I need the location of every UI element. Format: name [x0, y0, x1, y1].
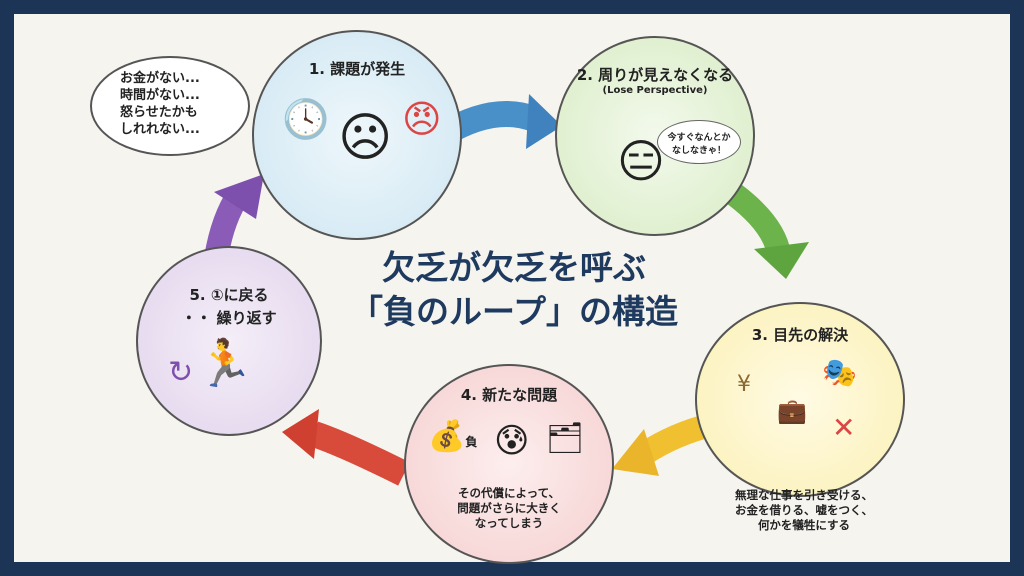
- thought-line: しれれない...: [120, 122, 200, 137]
- overworked-desk-icon: 🗂: [546, 421, 585, 456]
- mask-icon: 🎭: [822, 356, 857, 389]
- distressed-person-icon: 😰: [494, 421, 530, 461]
- step-1-circle: 1. 課題が発生 🕓 ☹ 😠: [252, 30, 462, 240]
- title-line-2: 「負のループ」の構造: [349, 292, 679, 331]
- step-subtitle: (Lose Perspective): [602, 85, 708, 96]
- clock-icon: 🕓: [282, 97, 330, 141]
- broken-item-icon: ✕: [832, 411, 856, 444]
- thought-line: 時間がない...: [120, 88, 200, 103]
- arrow-green: [726, 184, 791, 257]
- body-line: その代償によって、: [457, 486, 560, 500]
- step-5-circle: 5. ①に戻る ・・ 繰り返す 🏃 ↻: [136, 246, 322, 436]
- title-line-1: 欠乏が欠乏を呼ぶ: [382, 248, 646, 287]
- caption-line: 何かを犠牲にする: [757, 518, 851, 532]
- arrow-red: [309, 421, 410, 486]
- briefcase-icon: 💼: [777, 397, 807, 425]
- blindfolded-person-icon: 😑: [617, 134, 665, 188]
- step-title: 3. 目先の解決: [751, 326, 849, 344]
- cycle-arrows-icon: ↻: [168, 355, 194, 390]
- step-2-circle: 2. 周りが見えなくなる (Lose Perspective) 今すぐなんとか …: [555, 36, 755, 236]
- speech-line: 今すぐなんとか: [667, 133, 731, 143]
- arrow-purple-head: [214, 174, 264, 219]
- angry-face-icon: 😠: [402, 97, 442, 141]
- step-subtitle: ・・ 繰り返す: [181, 309, 277, 327]
- step-3-circle: 3. 目先の解決 ¥ 💼 🎭 ✕: [695, 302, 905, 497]
- debt-label: 負: [465, 435, 478, 449]
- arrow-green-head: [754, 242, 809, 279]
- speech-line: なしなきゃ！: [671, 146, 726, 156]
- step-title: 4. 新たな問題: [460, 386, 558, 404]
- main-title: 欠乏が欠乏を呼ぶ 「負のループ」の構造: [314, 246, 714, 334]
- running-person-icon: 🏃: [196, 336, 254, 390]
- step-3-caption: 無理な仕事を引き受ける、 お金を借りる、嘘をつく、 何かを犠牲にする: [709, 488, 899, 533]
- body-line: 問題がさらに大きく: [457, 501, 561, 515]
- body-line: なってしまう: [474, 516, 544, 530]
- caption-line: お金を借りる、嘘をつく、: [735, 503, 873, 517]
- arrow-yellow-head: [612, 429, 659, 476]
- step-4-circle: 4. 新たな問題 💰負 😰 🗂 その代償によって、 問題がさらに大きく なってし…: [404, 364, 614, 564]
- caption-line: 無理な仕事を引き受ける、: [735, 488, 873, 502]
- debt-pile-icon: 💰負: [428, 419, 478, 454]
- step-title: 5. ①に戻る: [189, 286, 269, 304]
- arrow-red-head: [282, 409, 319, 459]
- step-title: 1. 課題が発生: [308, 60, 406, 78]
- yen-symbol: ¥: [737, 372, 751, 397]
- money-bag-icon: ¥: [737, 374, 751, 396]
- worried-person-icon: ☹: [338, 108, 393, 168]
- thought-bubble: お金がない... 時間がない... 怒らせたかも しれれない...: [90, 56, 250, 156]
- step-title: 2. 周りが見えなくなる: [576, 66, 734, 84]
- thought-line: 怒らせたかも: [120, 105, 198, 120]
- speech-bubble: 今すぐなんとか なしなきゃ！: [657, 120, 741, 164]
- canvas: お金がない... 時間がない... 怒らせたかも しれれない... 1. 課題が…: [14, 14, 1010, 564]
- thought-line: お金がない...: [120, 71, 200, 86]
- arrow-blue-head: [526, 94, 562, 149]
